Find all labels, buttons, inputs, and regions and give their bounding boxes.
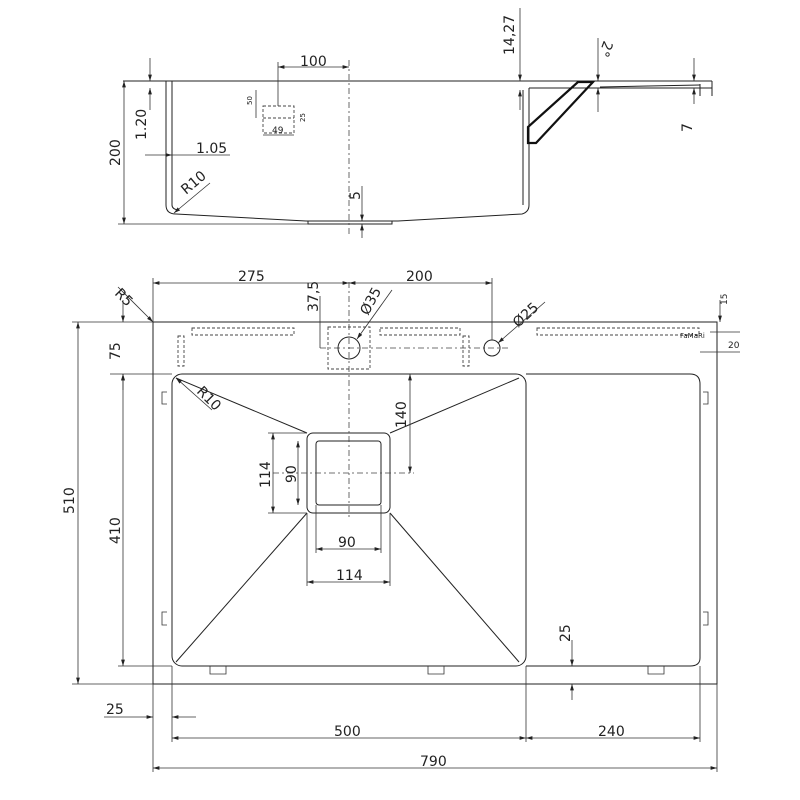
side-view: 100 50 25 49 14,27 2° 7 1.20 200 1.05 — [108, 8, 713, 238]
dim-500-label: 500 — [334, 724, 361, 740]
brand-mark: FaMaRi — [680, 332, 705, 340]
dim-790-label: 790 — [420, 754, 447, 770]
dim-5-label: 5 — [348, 191, 364, 200]
dim-25-label: 25 — [299, 113, 307, 122]
sink-outline — [152, 321, 718, 685]
slot-v-left — [177, 335, 185, 367]
dim-2deg-label: 2° — [595, 39, 615, 59]
dim-r10-top-label: R10 — [193, 384, 224, 415]
dim-20-label: 20 — [728, 341, 740, 351]
dim-200-label: 200 — [108, 139, 124, 166]
dim-d25-leader — [497, 301, 546, 344]
dim-7-label: 7 — [680, 123, 696, 132]
side-bowl-profile — [165, 88, 530, 222]
slot-right — [536, 327, 700, 336]
dim-240-label: 240 — [598, 724, 625, 740]
dim-37-5-label: 37,5 — [306, 281, 322, 312]
dim-1-20-label: 1.20 — [134, 109, 150, 140]
slope-bl — [175, 512, 308, 663]
slope-tl — [175, 377, 308, 434]
dim-510-label: 510 — [62, 487, 78, 514]
dim-d25-label: Ø25 — [510, 300, 542, 331]
tap-hole-35 — [337, 336, 361, 360]
dim-r5-leader — [117, 286, 154, 323]
dim-90-v-label: 90 — [284, 465, 300, 483]
bowl-outline — [171, 373, 527, 667]
side-drain — [307, 221, 393, 225]
dim-114-h-label: 114 — [336, 568, 363, 584]
drainboard — [526, 373, 701, 667]
dim-r10-top-leader — [175, 377, 213, 411]
side-overflow — [262, 105, 295, 134]
dim-410-label: 410 — [108, 517, 124, 544]
dim-100-label: 100 — [300, 54, 327, 70]
dim-90-h-label: 90 — [338, 535, 356, 551]
dim-r5-label: R5 — [111, 286, 135, 310]
dim-114-v-label: 114 — [258, 461, 274, 488]
side-rib — [526, 80, 596, 145]
dim-49-label: 49 — [272, 126, 284, 136]
dim-15-label: 15 — [720, 294, 730, 305]
dim-r10-side-label: R10 — [178, 168, 209, 198]
dim-140-label: 140 — [394, 401, 410, 428]
dim-25-right-label: 25 — [558, 624, 574, 642]
slope-br — [389, 512, 520, 663]
mounting-clips — [161, 391, 709, 675]
dim-14-27-label: 14,27 — [502, 15, 518, 55]
dim-50-label: 50 — [246, 96, 254, 105]
dim-75-label: 75 — [108, 342, 124, 360]
dim-r10-side-line — [173, 182, 211, 214]
slot-v-right — [462, 335, 470, 367]
top-view: FaMaRi 275 200 37,5 Ø35 Ø25 R5 — [62, 269, 740, 772]
dim-d35-leader — [356, 289, 393, 340]
dim-25-left-label: 25 — [106, 702, 124, 718]
slot-left — [191, 327, 295, 336]
side-deck-under — [599, 84, 701, 88]
dim-275-label: 275 — [238, 269, 265, 285]
dim-1-05-label: 1.05 — [196, 141, 227, 157]
dim-d35-label: Ø35 — [357, 285, 385, 318]
slot-mid — [379, 327, 461, 336]
side-bowl-inner — [171, 88, 179, 211]
dim-200-top-label: 200 — [406, 269, 433, 285]
tap-hole-35-box — [327, 326, 371, 370]
